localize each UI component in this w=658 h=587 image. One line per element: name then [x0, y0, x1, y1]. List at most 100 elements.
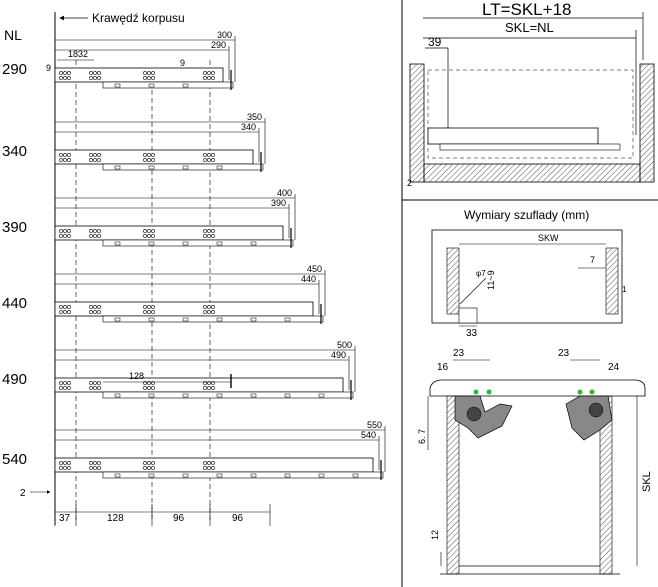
mount-hole — [59, 466, 63, 470]
mount-hole — [89, 234, 93, 238]
mount-hole — [63, 386, 67, 390]
drawer-box — [431, 229, 623, 324]
length-label-outer: 450 — [307, 264, 322, 274]
mount-hole — [143, 71, 147, 75]
formula-lt: LT=SKL+18 — [482, 0, 571, 19]
mount-hole — [97, 158, 101, 162]
slide-body — [54, 457, 374, 473]
mount-hole — [203, 386, 207, 390]
mount-hole — [67, 386, 71, 390]
mount-hole — [211, 158, 215, 162]
rail-slot — [216, 393, 223, 398]
rail-slot — [284, 317, 291, 322]
mount-hole — [147, 461, 151, 465]
bottom-dim-96-a: 96 — [173, 513, 185, 524]
slide-rail — [102, 239, 294, 247]
mount-hole — [203, 71, 207, 75]
rail-slot — [318, 393, 325, 398]
mount-hole — [143, 310, 147, 314]
slide-rail — [102, 81, 234, 89]
mount-hole — [67, 71, 71, 75]
mount-hole — [67, 153, 71, 157]
mount-hole — [97, 381, 101, 385]
mount-hole — [203, 461, 207, 465]
rail-slot — [216, 473, 223, 478]
length-label-outer: 400 — [277, 188, 292, 198]
extra-dim-label: 128 — [129, 371, 144, 381]
rail-slot — [250, 317, 257, 322]
length-label-outer: 500 — [337, 340, 352, 350]
mount-hole — [89, 229, 93, 233]
slide-rail — [102, 471, 384, 479]
mount-hole — [151, 234, 155, 238]
slide-body — [54, 67, 224, 83]
dim-9-mid: 9 — [180, 58, 185, 68]
phi-leader — [459, 277, 487, 305]
slide-rows: 2903002903403503403904003904404504404905… — [2, 30, 386, 480]
mount-hole — [207, 310, 211, 314]
mount-hole — [67, 310, 71, 314]
mount-hole — [97, 305, 101, 309]
rail-slot — [216, 317, 223, 322]
dim-12: 12 — [430, 530, 440, 540]
mount-hole — [203, 76, 207, 80]
mount-hole — [63, 381, 67, 385]
mount-hole — [63, 466, 67, 470]
mount-hole — [203, 153, 207, 157]
dim-23-right: 23 — [558, 348, 570, 359]
rail-slot — [114, 241, 121, 246]
length-label-outer: 300 — [217, 30, 232, 40]
mount-hole — [67, 234, 71, 238]
dim-24: 24 — [608, 362, 620, 373]
slide-rail — [102, 315, 324, 323]
mount-hole — [93, 305, 97, 309]
mount-hole — [151, 76, 155, 80]
dim-skl: SKL — [641, 471, 653, 492]
mount-hole — [89, 71, 93, 75]
mount-hole — [89, 461, 93, 465]
mount-hole — [59, 76, 63, 80]
mount-hole — [67, 305, 71, 309]
mount-hole — [147, 234, 151, 238]
rail-slot — [182, 393, 189, 398]
mount-hole — [147, 153, 151, 157]
mount-hole — [63, 153, 67, 157]
mount-hole — [151, 305, 155, 309]
mount-hole — [59, 71, 63, 75]
drawer-slide-rail — [439, 143, 621, 151]
mount-hole — [207, 386, 211, 390]
mount-hole — [93, 386, 97, 390]
mount-hole — [89, 153, 93, 157]
notch — [458, 307, 478, 324]
dim-9-left: 9 — [46, 63, 51, 73]
length-label-inner: 390 — [271, 198, 286, 208]
rail-slot — [148, 83, 155, 88]
mount-hole — [207, 153, 211, 157]
mount-hole — [97, 310, 101, 314]
bottom-dim-128: 128 — [107, 513, 124, 524]
mount-hole — [207, 234, 211, 238]
mount-hole — [203, 466, 207, 470]
left-panel: NL Krawędź korpusu 1832 9 9 290300290340… — [2, 11, 386, 526]
drawer-slide — [427, 127, 599, 145]
dim-23-left: 23 — [453, 348, 465, 359]
drawer-dims-title: Wymiary szuflady (mm) — [464, 208, 589, 222]
rail-slot — [148, 317, 155, 322]
mount-hole — [147, 76, 151, 80]
mount-hole — [147, 305, 151, 309]
rail-slot — [148, 165, 155, 170]
mount-hole — [89, 386, 93, 390]
rail-slot — [114, 393, 121, 398]
length-label-inner: 340 — [241, 122, 256, 132]
mount-hole — [97, 76, 101, 80]
length-label-inner: 290 — [211, 40, 226, 50]
mount-hole — [151, 153, 155, 157]
skw-label: SKW — [538, 233, 559, 243]
mount-hole — [211, 153, 215, 157]
rail-slot — [114, 83, 121, 88]
mount-hole — [67, 229, 71, 233]
dim-11-9: 11~9 — [486, 270, 496, 290]
mount-hole — [67, 76, 71, 80]
